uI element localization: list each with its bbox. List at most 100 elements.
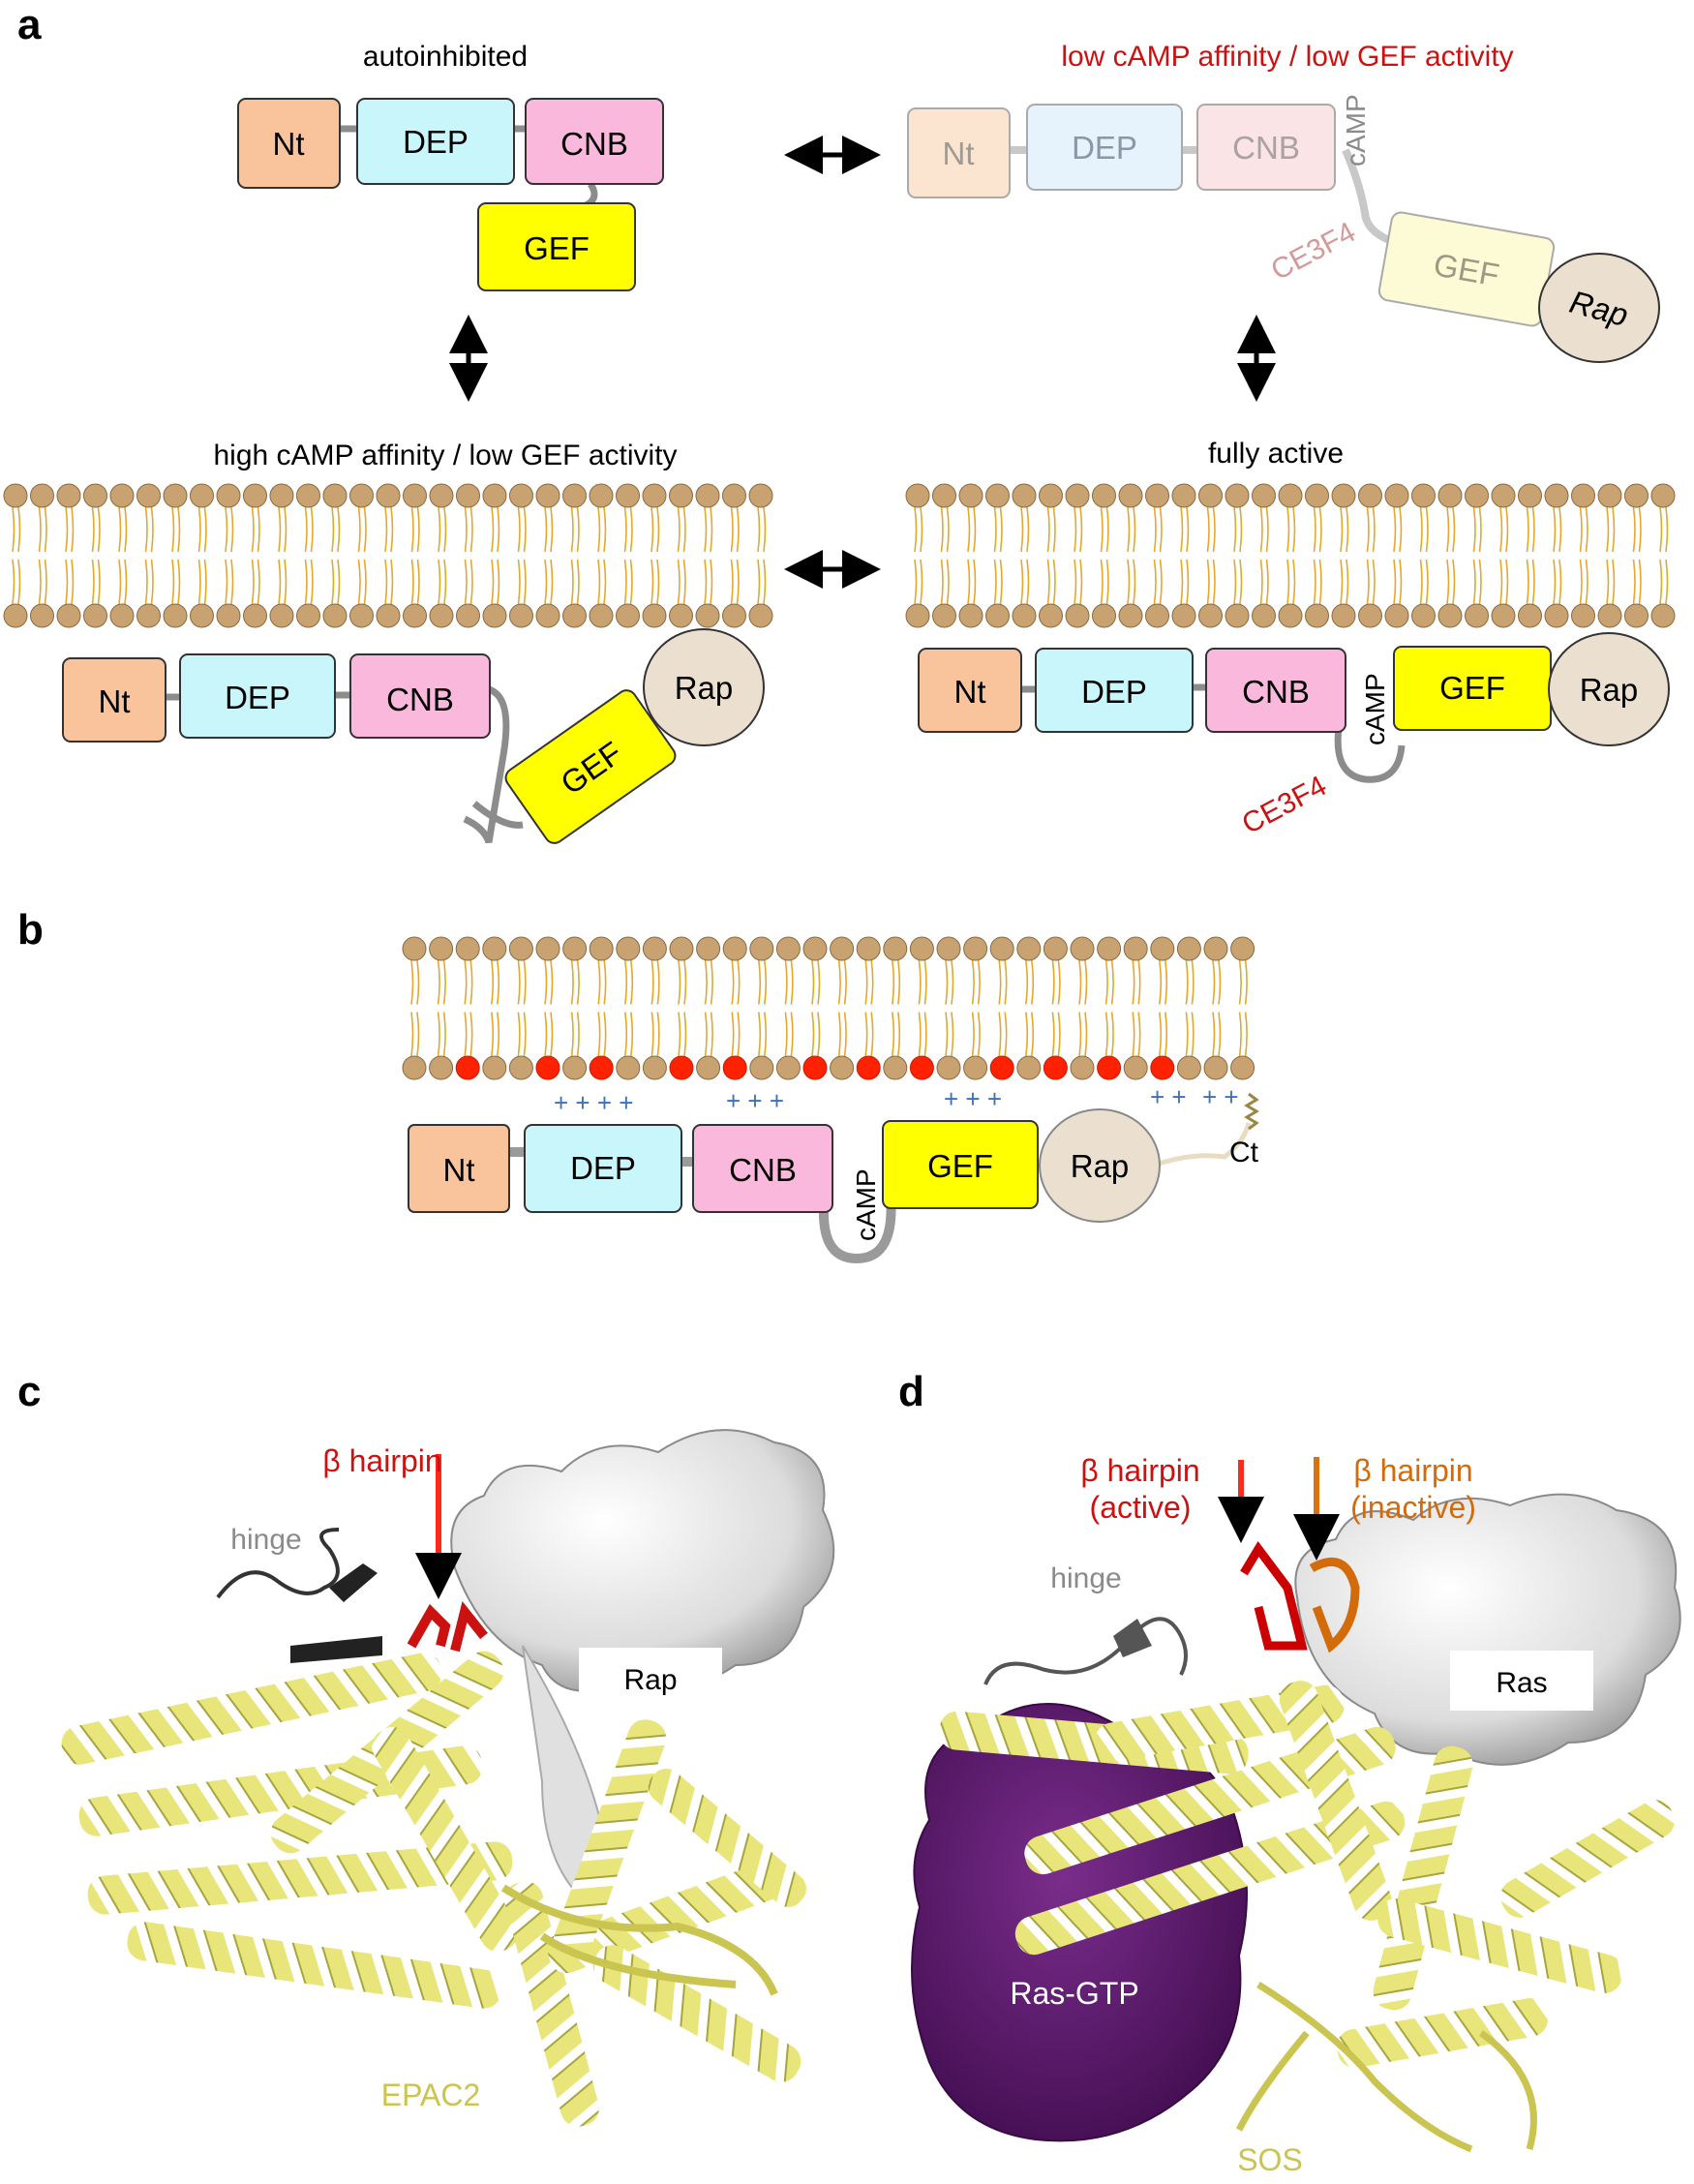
lipid-head bbox=[1597, 483, 1622, 508]
lipid-head bbox=[1305, 603, 1329, 628]
autoinhibited-state: autoinhibited Nt DEP CNB GEF bbox=[237, 41, 664, 291]
pip-lipid-head bbox=[589, 1055, 614, 1080]
lipid-head bbox=[1252, 603, 1276, 628]
panel-label-c: c bbox=[17, 1368, 41, 1415]
rap-protein bbox=[1039, 1108, 1161, 1223]
autoinhibited-title: autoinhibited bbox=[363, 41, 528, 73]
lipid-head bbox=[562, 603, 587, 628]
lipid-head bbox=[642, 483, 667, 508]
gef-label: GEF bbox=[1439, 670, 1505, 706]
gef-domain bbox=[882, 1120, 1039, 1209]
lipid-head bbox=[535, 483, 560, 508]
dep-domain bbox=[356, 98, 515, 185]
dep-label: DEP bbox=[570, 1150, 636, 1186]
lipid-head bbox=[429, 1055, 454, 1080]
cnb-domain bbox=[1205, 648, 1346, 733]
lipid-head bbox=[455, 936, 480, 961]
lipid-head bbox=[1171, 603, 1196, 628]
lipid-head bbox=[932, 483, 956, 508]
lipid-head bbox=[1039, 603, 1063, 628]
pip-lipid-head bbox=[1097, 1055, 1122, 1080]
lipid-head bbox=[1070, 1055, 1095, 1080]
lipid-head bbox=[1358, 603, 1382, 628]
lipid-head bbox=[402, 1055, 427, 1080]
fully-active-state: Nt DEP CNB cAMP GEF Rap CE3F4 bbox=[918, 632, 1670, 840]
rap-label: Rap bbox=[1580, 672, 1639, 708]
lipid-head bbox=[376, 603, 401, 628]
lipid-head bbox=[1065, 603, 1090, 628]
lipid-head bbox=[190, 603, 214, 628]
lipid-head bbox=[909, 936, 934, 961]
lipid-head bbox=[1305, 483, 1329, 508]
lipid-head bbox=[985, 603, 1010, 628]
nt-label: Nt bbox=[99, 683, 131, 719]
sos-structure: Ras Ras-GTP hinge β hairpin (active) β h… bbox=[911, 1453, 1681, 2177]
cnb-label: CNB bbox=[729, 1152, 797, 1188]
sos-label: SOS bbox=[1237, 2142, 1303, 2177]
hinge-label: hinge bbox=[230, 1524, 301, 1556]
lipid-head bbox=[482, 936, 507, 961]
lipid-head bbox=[642, 936, 667, 961]
lipid-head bbox=[936, 1055, 961, 1080]
lipid-head bbox=[722, 483, 746, 508]
lipid-head bbox=[883, 1055, 908, 1080]
lipid-head bbox=[1491, 603, 1516, 628]
lipid-head bbox=[1544, 483, 1569, 508]
lipid-head bbox=[1118, 483, 1143, 508]
beta-hairpin-label: β hairpin bbox=[322, 1443, 441, 1478]
nt-domain bbox=[918, 648, 1022, 733]
rap-label: Rap bbox=[675, 670, 734, 706]
rap-protein bbox=[1548, 632, 1670, 746]
ras-gtp-label: Ras-GTP bbox=[1010, 1976, 1138, 2011]
lipid-head bbox=[562, 483, 587, 508]
lipid-head bbox=[1012, 483, 1037, 508]
ce3f4-label: CE3F4 bbox=[1237, 770, 1332, 840]
lipid-head bbox=[1650, 483, 1676, 508]
low-affinity-state: low cAMP affinity / low GEF activity Nt … bbox=[907, 41, 1660, 363]
lipid-head bbox=[642, 1055, 667, 1080]
lipid-head bbox=[1624, 603, 1649, 628]
lipid-head bbox=[669, 936, 694, 961]
lipid-head bbox=[642, 603, 667, 628]
lipid-head bbox=[1176, 936, 1201, 961]
lipid-head bbox=[56, 483, 81, 508]
lipid-head bbox=[109, 603, 135, 628]
lipid-head bbox=[136, 483, 161, 508]
lipid-head bbox=[349, 483, 374, 508]
lipid-head bbox=[269, 483, 294, 508]
lipid-head bbox=[1331, 603, 1356, 628]
lipid-head bbox=[1097, 936, 1122, 961]
lipid-head bbox=[376, 483, 401, 508]
lipid-head bbox=[109, 483, 135, 508]
pip-lipid-head bbox=[909, 1055, 934, 1080]
charge-ct-1: + + bbox=[1150, 1082, 1187, 1111]
dep-label-faded: DEP bbox=[1072, 130, 1137, 166]
lipid-head bbox=[456, 483, 480, 508]
ras-label: Ras bbox=[1496, 1667, 1547, 1699]
lipid-head bbox=[322, 483, 348, 508]
nt-domain bbox=[237, 98, 341, 189]
lipid-head bbox=[905, 483, 930, 508]
lipid-head bbox=[1384, 483, 1409, 508]
beta-inactive-label-2: (inactive) bbox=[1350, 1490, 1476, 1525]
lipid-head bbox=[508, 936, 533, 961]
charge-cnb: + + + bbox=[726, 1086, 784, 1115]
lipid-head bbox=[349, 603, 374, 628]
lipid-head bbox=[695, 483, 720, 508]
ct-label: Ct bbox=[1229, 1137, 1259, 1168]
lipid-head bbox=[1411, 603, 1436, 628]
lipid-head bbox=[1092, 483, 1116, 508]
lipid-head bbox=[830, 936, 855, 961]
dep-label: DEP bbox=[1081, 674, 1147, 710]
lipid-head bbox=[1043, 936, 1068, 961]
lipid-head bbox=[830, 1055, 855, 1080]
beta-inactive-label-1: β hairpin bbox=[1353, 1453, 1472, 1488]
lipid-head bbox=[1065, 483, 1090, 508]
lipid-head bbox=[1230, 1055, 1255, 1080]
lipid-head bbox=[932, 603, 956, 628]
lipid-head bbox=[1070, 936, 1095, 961]
lipid-head bbox=[722, 603, 746, 628]
lipid-head bbox=[1358, 483, 1382, 508]
lipid-head bbox=[1571, 603, 1595, 628]
gef-label: GEF bbox=[524, 230, 590, 266]
